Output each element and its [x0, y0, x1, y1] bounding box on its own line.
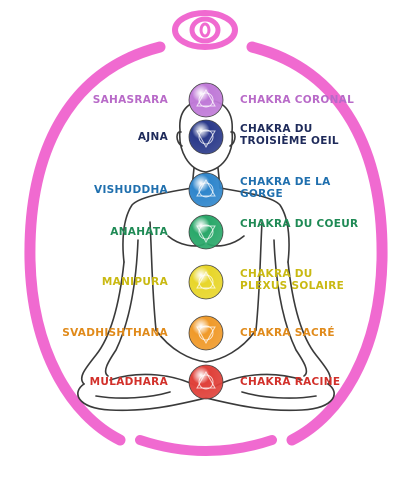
chakra-label-ajna: Ajna: [137, 131, 168, 143]
throat-icon: [196, 178, 216, 198]
sacral-icon: [196, 325, 216, 345]
root-chakra-sphere: [188, 364, 224, 400]
chakra-label-sahasrara-french: Chakra Coronal: [240, 94, 355, 106]
chakra-label-anahata-french: Chakra du Coeur: [240, 218, 359, 230]
chakra-label-vishuddha: Vishuddha: [94, 184, 168, 196]
heart-icon: [196, 224, 216, 244]
chakra-label-manipura-french: Chakra du Plexus Solaire: [240, 268, 345, 292]
third-eye-icon: [196, 129, 216, 149]
chakra-spheres: [188, 82, 224, 400]
meditating-figure: [77, 99, 335, 412]
pink-frame: [24, 41, 388, 456]
frame-right-arc: [246, 41, 388, 446]
chakra-label-svadhishthana: Svadhishthana: [62, 327, 168, 339]
third-eye-chakra-sphere: [188, 119, 224, 155]
solar-plexus-icon: [196, 270, 216, 290]
top-ring-symbol: [172, 10, 238, 50]
chakra-label-anahata: Anahata: [110, 226, 168, 238]
chakra-label-svadhishthana-french: Chakra Sacré: [240, 327, 335, 339]
chakra-label-manipura: Manipura: [101, 276, 168, 288]
chakra-label-sahasrara: Sahasrara: [92, 94, 168, 106]
sacral-chakra-sphere: [188, 315, 224, 351]
throat-chakra-sphere: [188, 172, 224, 208]
chakra-label-ajna-french: Chakra du Troisième Oeil: [240, 123, 339, 147]
root-icon: [196, 370, 216, 390]
lotus-crown-chakra-sphere: [188, 82, 224, 118]
frame-left-arc: [24, 41, 166, 446]
frame-bottom-arc: [135, 435, 277, 456]
chakra-label-vishuddha-french: Chakra de la Gorge: [240, 176, 331, 200]
chakra-label-muladhara: Muladhara: [89, 376, 168, 388]
chakra-label-muladhara-french: Chakra Racine: [240, 376, 341, 388]
heart-chakra-sphere: [188, 214, 224, 250]
solar-plexus-chakra-sphere: [188, 264, 224, 300]
lotus-crown-icon: [196, 88, 216, 108]
